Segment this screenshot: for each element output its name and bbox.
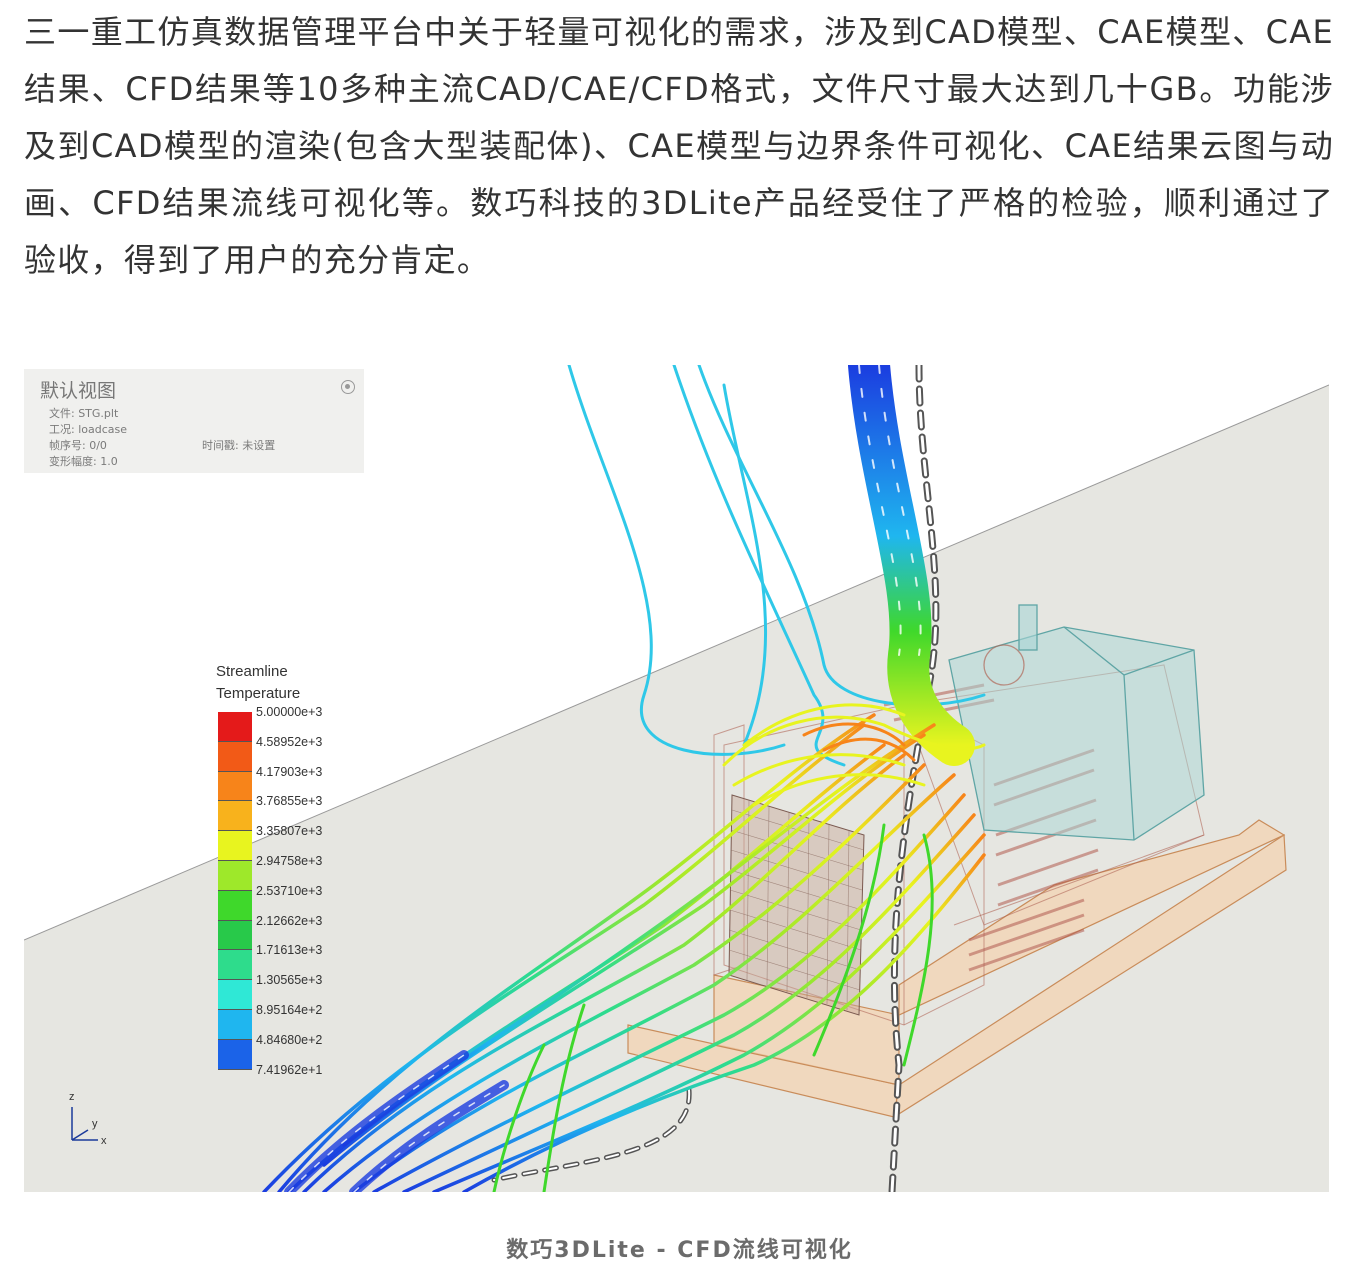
deform-label: 变形幅度: 1.0 [49, 455, 118, 468]
cfd-streamline-figure: 默认视图 文件: STG.plt 工况: loadcase 帧序号: 0/0 时… [24, 365, 1329, 1192]
cfd-scene [24, 365, 1329, 1192]
legend-swatch [218, 712, 252, 742]
figure-caption: 数巧3DLite - CFD流线可视化 [506, 1238, 853, 1263]
timestamp-label: 时间戳: 未设置 [202, 439, 276, 452]
legend-swatch [218, 1009, 252, 1040]
legend-swatch [218, 831, 252, 861]
close-icon[interactable] [341, 380, 355, 394]
axis-z-label: z [69, 1091, 75, 1103]
legend-label: 7.41962e+1 [256, 1062, 323, 1077]
riser-stream [848, 365, 975, 766]
legend-swatch [218, 890, 252, 921]
cooling-housing [948, 604, 1205, 841]
legend-color-bar [218, 712, 252, 1070]
legend-swatch [218, 801, 252, 832]
legend-swatch [218, 860, 252, 891]
article-paragraph: 三一重工仿真数据管理平台中关于轻量可视化的需求，涉及到CAD模型、CAE模型、C… [24, 13, 1334, 279]
streamlines [262, 365, 986, 1192]
legend-label: 2.53710e+3 [256, 883, 323, 898]
legend-label: 3.35807e+3 [256, 824, 323, 839]
legend-label: 2.12662e+3 [256, 913, 323, 928]
legend-swatch [218, 950, 252, 981]
legend-label: 4.17903e+3 [256, 764, 323, 779]
base-frame [627, 819, 1287, 1119]
view-title: 默认视图 [40, 380, 117, 402]
legend-title-line1: Streamline [216, 663, 288, 680]
frame-label: 帧序号: 0/0 [49, 439, 107, 452]
legend-swatch [218, 741, 252, 772]
legend-swatch [218, 1039, 252, 1070]
legend-swatch [218, 771, 252, 802]
legend-label: 4.84680e+2 [256, 1032, 323, 1047]
legend-label: 8.95164e+2 [256, 1002, 323, 1017]
legend-label: 5.00000e+3 [256, 705, 323, 719]
legend-swatch [218, 920, 252, 951]
axis-y-label: y [92, 1118, 98, 1130]
legend-label: 2.94758e+3 [256, 853, 323, 868]
legend-label: 4.58952e+3 [256, 734, 323, 749]
view-info-panel: 默认视图 文件: STG.plt 工况: loadcase 帧序号: 0/0 时… [24, 369, 364, 473]
legend-label: 1.71613e+3 [256, 943, 323, 958]
file-label: 文件: STG.plt [49, 407, 119, 420]
axis-x-label: x [101, 1135, 107, 1147]
legend-labels: 5.00000e+3 4.58952e+3 4.17903e+3 3.76855e+3… [256, 705, 322, 1092]
case-label: 工况: loadcase [49, 423, 127, 436]
axis-triad [71, 1107, 98, 1141]
legend-label: 1.30565e+3 [256, 973, 323, 988]
legend-label: 3.76855e+3 [256, 794, 323, 809]
legend-swatch [218, 980, 252, 1010]
legend-title-line2: Temperature [216, 685, 301, 702]
floor-plane [24, 385, 1329, 1192]
